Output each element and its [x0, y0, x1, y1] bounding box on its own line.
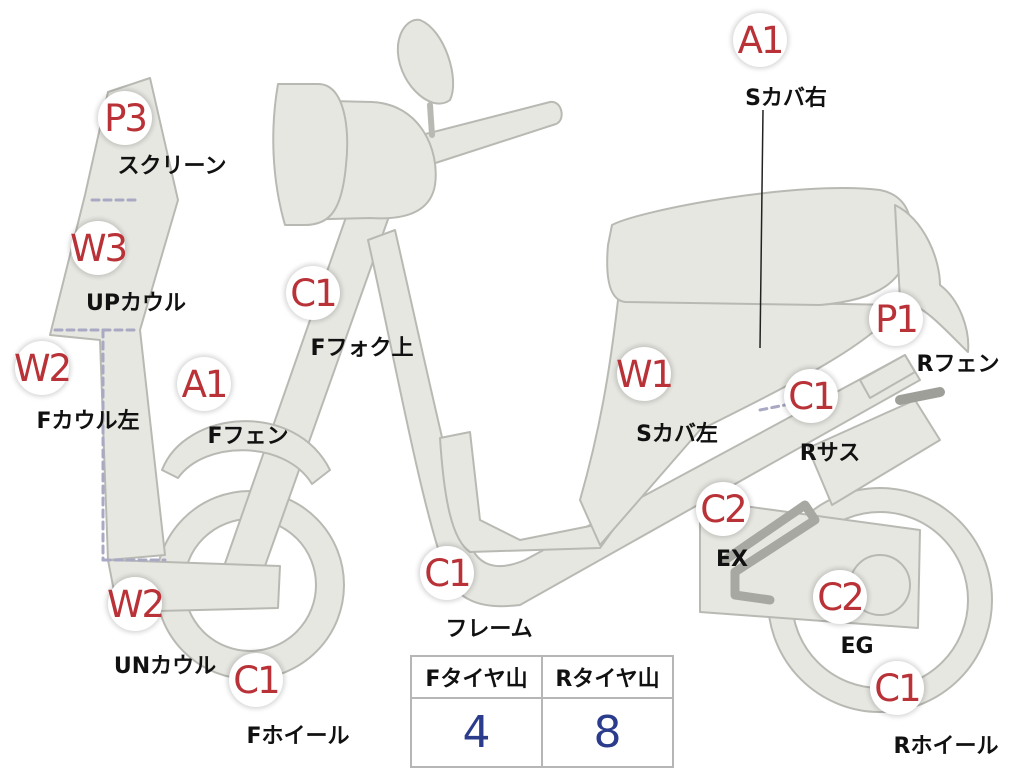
label-eg: EG	[840, 634, 874, 659]
label-r-fender: Rフェン	[916, 352, 1000, 377]
marker-a1-sr: A1	[733, 13, 787, 67]
front-tire-header: Fタイヤ山	[410, 655, 543, 699]
rear-tire-header: Rタイヤ山	[541, 655, 674, 699]
front-tire-value: 4	[410, 697, 543, 768]
label-ex: EX	[716, 547, 748, 572]
headlight-rim	[272, 83, 349, 226]
leader-line	[759, 109, 764, 349]
marker-a1-ff: A1	[177, 357, 231, 411]
mirror	[396, 18, 455, 105]
label-r-wheel: Rホイール	[893, 734, 999, 759]
label-frame: フレーム	[445, 617, 533, 642]
marker-w2-un: W2	[107, 577, 165, 631]
marker-w1: W1	[616, 347, 674, 401]
rear-fender	[894, 204, 970, 353]
marker-c2-eg: C2	[813, 570, 867, 624]
label-f-fork: Fフォク上	[310, 336, 414, 361]
tire-tread-table: Fタイヤ山 Rタイヤ山 4 8	[410, 655, 674, 768]
front-fender	[161, 420, 331, 485]
exhaust	[720, 500, 820, 605]
label-f-wheel: Fホイール	[246, 724, 350, 749]
label-screen: スクリーン	[117, 154, 227, 179]
marker-c1-rwheel: C1	[870, 661, 924, 715]
rear-shock	[807, 399, 941, 506]
marker-c1-fork: C1	[286, 266, 340, 320]
marker-c1-rsus: C1	[784, 369, 838, 423]
label-up-cowl: UPカウル	[86, 291, 186, 316]
marker-c1-fwheel: C1	[229, 653, 283, 707]
front-cowl	[49, 77, 179, 561]
marker-w2-f: W2	[14, 341, 72, 395]
label-r-sus: Rサス	[799, 441, 861, 466]
seat	[606, 187, 913, 306]
marker-w3: W3	[70, 221, 128, 275]
label-f-fender: Fフェン	[207, 424, 289, 449]
handlebar	[409, 100, 563, 169]
marker-p3: P3	[98, 91, 152, 145]
label-f-cowl-left: Fカウル左	[36, 409, 140, 434]
label-s-cover-right: Sカバ右	[745, 86, 827, 111]
rear-tire-value: 8	[541, 697, 674, 768]
label-s-cover-left: Sカバ左	[636, 422, 718, 447]
marker-p1: P1	[869, 292, 923, 346]
label-un-cowl: UNカウル	[113, 654, 217, 679]
marker-c1-frame: C1	[420, 546, 474, 600]
marker-c2-ex: C2	[696, 482, 750, 536]
